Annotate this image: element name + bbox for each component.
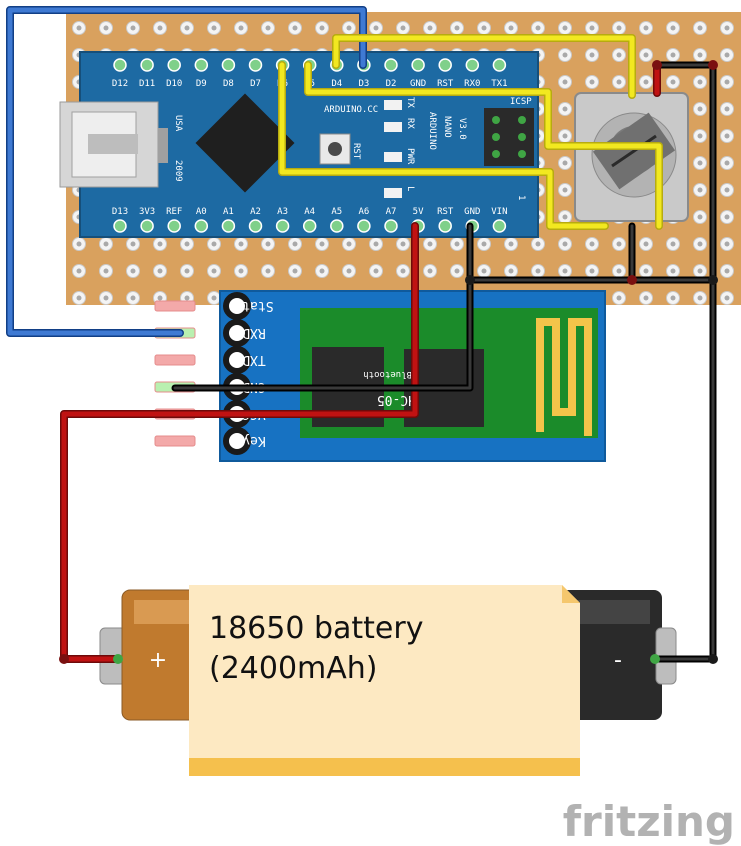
model-line-1: ARDUINO bbox=[427, 112, 437, 150]
nano-bottom-pin-label-2: REF bbox=[166, 207, 182, 217]
usa-label: USA bbox=[173, 115, 183, 132]
pwr-label: PWR bbox=[405, 148, 415, 165]
nano-bottom-pin-label-9: A6 bbox=[358, 207, 369, 217]
nano-top-pin-label-5: D7 bbox=[250, 79, 261, 89]
nano-bottom-pin-label-3: A0 bbox=[196, 207, 207, 217]
hc05-pin-hole-0 bbox=[223, 292, 251, 320]
nano-top-pin-0 bbox=[113, 58, 127, 72]
nano-bottom-pin-4 bbox=[221, 219, 236, 233]
nano-top-pin-label-8: D4 bbox=[331, 79, 342, 89]
hc05-subtitle: Bluetooth bbox=[363, 369, 412, 379]
rx-label: RX bbox=[405, 118, 415, 129]
nano-bottom-pin-label-11: 5V bbox=[413, 207, 424, 217]
nano-top-pin-label-10: D2 bbox=[386, 79, 397, 89]
nano-top-pin-label-1: D11 bbox=[139, 79, 155, 89]
hc05-pin-label-1: RXD bbox=[242, 325, 266, 340]
nano-bottom-pin-label-8: A5 bbox=[331, 207, 342, 217]
nano-top-pin-11 bbox=[411, 58, 425, 72]
note-line-2: (2400mAh) bbox=[209, 651, 378, 686]
nano-top-pin-10 bbox=[384, 58, 398, 72]
nano-bottom-pin-label-7: A4 bbox=[304, 207, 315, 217]
nano-bottom-pin-row: D13 3V3 REF A0 A1 A2 A3 A4 A5 A6 A7 5V RST GND VIN bbox=[112, 207, 508, 233]
l-led bbox=[384, 188, 402, 198]
hc05-pin-label-0: State bbox=[234, 298, 273, 313]
tx-label: TX bbox=[405, 97, 415, 108]
nano-bottom-pin-label-0: D13 bbox=[112, 207, 128, 217]
nano-bottom-pin-9 bbox=[357, 219, 371, 233]
nano-bottom-pin-label-4: A1 bbox=[223, 207, 234, 217]
nano-bottom-pin-0 bbox=[113, 219, 127, 233]
note-line-1: 18650 battery bbox=[209, 611, 423, 646]
nano-top-pin-label-2: D10 bbox=[166, 79, 182, 89]
nano-top-pin-1 bbox=[140, 58, 154, 72]
battery-plus-terminal: + bbox=[149, 648, 167, 673]
nano-top-pin-label-14: TX1 bbox=[491, 79, 507, 89]
nano-bottom-pin-2 bbox=[167, 219, 181, 233]
nano-bottom-pin-label-5: A2 bbox=[250, 207, 261, 217]
tx-led bbox=[384, 100, 402, 110]
hc05-pin-hole-1 bbox=[223, 319, 251, 347]
hc05-header-pin-0 bbox=[154, 300, 196, 312]
nano-top-pin-label-12: RST bbox=[437, 79, 454, 89]
nano-bottom-pin-label-13: GND bbox=[464, 207, 480, 217]
hc05-pin-label-2: TXD bbox=[242, 352, 266, 367]
nano-bottom-pin-label-14: VIN bbox=[491, 207, 507, 217]
reset-button bbox=[328, 142, 342, 156]
nano-top-pin-label-3: D9 bbox=[196, 79, 207, 89]
battery-note: 18650 battery (2400mAh) bbox=[189, 585, 580, 776]
rx-led bbox=[384, 122, 402, 132]
nano-bottom-pin-3 bbox=[194, 219, 209, 233]
wires bbox=[6, 6, 718, 664]
nano-top-pin-2 bbox=[167, 58, 181, 72]
hc05-pin-hole-2 bbox=[223, 346, 251, 374]
nano-top-pin-14 bbox=[492, 58, 507, 72]
nano-top-pin-label-4: D8 bbox=[223, 79, 234, 89]
nano-bottom-pin-6 bbox=[275, 219, 290, 233]
nano-bottom-pin-14 bbox=[492, 219, 507, 233]
nano-bottom-pin-label-12: RST bbox=[437, 207, 454, 217]
hc05-pin-label-5: Key bbox=[242, 433, 266, 448]
model-line-3: V3.0 bbox=[457, 118, 467, 140]
hc05-pin-hole-5 bbox=[223, 427, 251, 455]
year-label: 2009 bbox=[173, 160, 183, 182]
nano-bottom-pin-1 bbox=[140, 219, 154, 233]
l-label: L bbox=[405, 186, 415, 191]
nano-bottom-pin-5 bbox=[248, 219, 263, 233]
model-line-2: NANO bbox=[442, 116, 452, 138]
nano-top-pin-12 bbox=[438, 58, 452, 72]
rotary-encoder bbox=[574, 92, 689, 222]
nano-top-pin-3 bbox=[194, 58, 209, 72]
nano-top-pin-label-13: RX0 bbox=[464, 79, 480, 89]
nano-top-pin-label-11: GND bbox=[410, 79, 426, 89]
nano-bottom-pin-label-6: A3 bbox=[277, 207, 288, 217]
nano-top-pin-13 bbox=[465, 58, 480, 72]
hc05-name: HC-05 bbox=[377, 392, 416, 407]
nano-bottom-pin-7 bbox=[302, 219, 317, 233]
nano-top-pin-label-0: D12 bbox=[112, 79, 128, 89]
nano-bottom-pin-label-10: A7 bbox=[386, 207, 397, 217]
icsp-label: ICSP bbox=[510, 97, 532, 107]
nano-bottom-pin-10 bbox=[384, 219, 398, 233]
nano-top-pin-4 bbox=[221, 58, 236, 72]
pwr-led bbox=[384, 152, 402, 162]
battery-minus-terminal: - bbox=[614, 648, 622, 673]
nano-top-pin-5 bbox=[248, 58, 263, 72]
nano-top-pin-label-9: D3 bbox=[358, 79, 369, 89]
hc05-header-pin-5 bbox=[154, 435, 196, 447]
nano-bottom-pin-label-1: 3V3 bbox=[139, 207, 155, 217]
hc05-header-pin-2 bbox=[154, 354, 196, 366]
usb-connector bbox=[59, 101, 168, 188]
fritzing-watermark: fritzing bbox=[563, 797, 735, 846]
brand-label: ARDUINO.CC bbox=[324, 105, 378, 115]
icsp-pin1-label: 1 bbox=[516, 195, 526, 200]
rst-label: RST bbox=[351, 143, 361, 160]
nano-bottom-pin-8 bbox=[330, 219, 344, 233]
icsp-header bbox=[484, 108, 534, 166]
nano-bottom-pin-12 bbox=[438, 219, 452, 233]
